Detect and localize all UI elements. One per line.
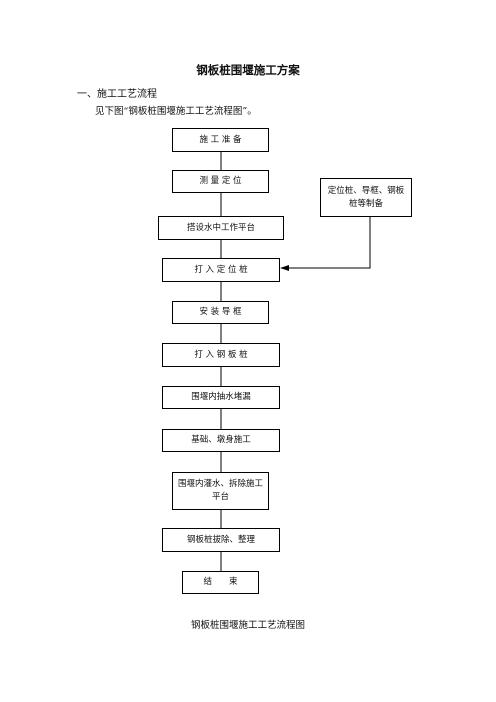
section-heading: 一、施工工艺流程 — [77, 89, 157, 100]
step-locating-piles: 打 入 定 位 桩 — [162, 258, 280, 282]
step-sheet-piles: 打 入 钢 板 桩 — [162, 343, 280, 367]
step-prepare: 施 工 准 备 — [172, 128, 269, 152]
step-dewatering: 围堰内抽水堵漏 — [162, 386, 280, 409]
intro-text: 见下图“钢板桩围堰施工工艺流程图”。 — [95, 106, 257, 117]
side-preparation-box: 定位桩、导框、钢板桩等制备 — [320, 178, 412, 217]
step-guide-frame: 安 装 导 框 — [172, 301, 269, 324]
page-title: 钢板桩围堰施工方案 — [196, 63, 300, 77]
step-end: 结 束 — [182, 571, 259, 594]
step-foundation: 基础、墩身施工 — [162, 429, 280, 452]
step-flood-dismantle: 围堰内灌水、拆除施工平台 — [172, 472, 269, 510]
step-survey: 测 量 定 位 — [172, 170, 269, 193]
step-pile-extraction: 钢板桩拔除、整理 — [162, 528, 280, 552]
step-platform: 搭设水中工作平台 — [158, 216, 284, 240]
figure-caption: 钢板桩围堰施工工艺流程图 — [190, 620, 305, 631]
